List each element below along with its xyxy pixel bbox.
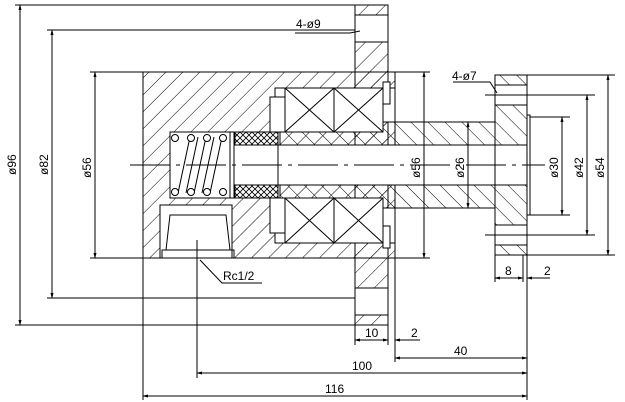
dim-d42: ø42 — [572, 157, 586, 178]
dim-d54: ø54 — [593, 157, 607, 178]
rc-plug — [161, 214, 235, 258]
bolt-hole-bottom — [354, 287, 389, 316]
dim-40: 40 — [454, 344, 468, 358]
dim-d56-right: ø56 — [409, 157, 423, 178]
bolt-hole-top — [354, 14, 389, 43]
dim-d96: ø96 — [5, 154, 19, 175]
bearing-bottom — [269, 197, 391, 249]
rc-port — [159, 204, 233, 259]
callout-4-holes-9: 4-ø9 — [296, 17, 321, 31]
dim-d26: ø26 — [453, 157, 467, 178]
callout-4-holes-7: 4-ø7 — [452, 69, 477, 83]
dim-2-right: 2 — [544, 264, 551, 278]
bearing-top — [269, 81, 391, 133]
dim-d30: ø30 — [547, 157, 561, 178]
dim-2-flange: 2 — [411, 326, 418, 340]
dim-10: 10 — [365, 326, 379, 340]
dim-d56-left: ø56 — [80, 157, 94, 178]
extension-lines — [15, 4, 615, 400]
dimension-lines — [18, 3, 610, 398]
dim-100: 100 — [352, 359, 372, 373]
dim-8: 8 — [505, 264, 512, 278]
dim-116: 116 — [325, 382, 344, 396]
callout-rc-thread: Rc1/2 — [223, 269, 255, 283]
seal-ring — [233, 131, 279, 199]
dim-d82: ø82 — [37, 154, 51, 175]
